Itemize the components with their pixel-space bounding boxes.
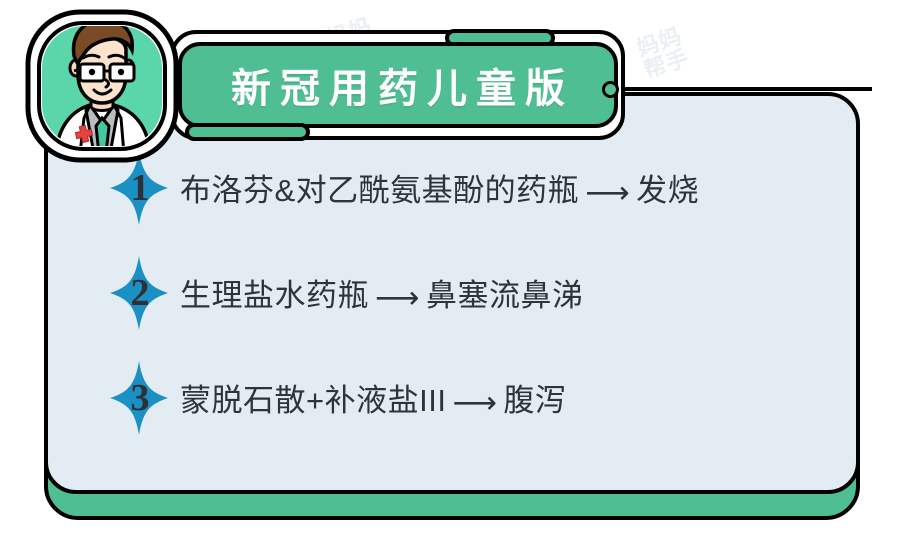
list-item-text: 蒙脱石散+补液盐III⟶腹泻	[180, 375, 566, 421]
symptom-name: 鼻塞流鼻涕	[425, 278, 584, 314]
medicine-name: 布洛芬&对乙酰氨基酚的药瓶	[180, 173, 580, 209]
watermark: 妈妈 帮手	[633, 23, 693, 84]
medicine-name: 蒙脱石散+补液盐III	[180, 383, 447, 419]
arrow-icon: ⟶	[375, 279, 420, 315]
medicine-name: 生理盐水药瓶	[180, 278, 369, 314]
bullet-diamond-icon: 3	[108, 359, 170, 437]
page-title: 新冠用药儿童版	[231, 67, 574, 111]
symptom-name: 发烧	[636, 173, 700, 209]
medicine-list: 1 布洛芬&对乙酰氨基酚的药瓶⟶发烧 2 生理盐水药瓶⟶鼻塞流鼻涕	[48, 96, 856, 490]
decoration-pill-bottom	[185, 123, 310, 141]
bullet-diamond-icon: 2	[108, 254, 170, 332]
doctor-avatar	[22, 6, 182, 166]
list-item: 1 布洛芬&对乙酰氨基酚的药瓶⟶发烧	[108, 149, 856, 227]
list-item-text: 布洛芬&对乙酰氨基酚的药瓶⟶发烧	[180, 165, 699, 211]
list-item: 3 蒙脱石散+补液盐III⟶腹泻	[108, 359, 856, 437]
list-item-text: 生理盐水药瓶⟶鼻塞流鼻涕	[180, 270, 583, 316]
list-item: 2 生理盐水药瓶⟶鼻塞流鼻涕	[108, 254, 856, 332]
arrow-icon: ⟶	[452, 384, 498, 420]
connector-line	[612, 87, 872, 91]
bullet-number: 1	[130, 167, 150, 209]
content-card: 1 布洛芬&对乙酰氨基酚的药瓶⟶发烧 2 生理盐水药瓶⟶鼻塞流鼻涕	[44, 92, 860, 494]
bullet-diamond-icon: 1	[108, 149, 170, 227]
title-banner: 新冠用药儿童版	[178, 42, 618, 128]
symptom-name: 腹泻	[503, 383, 567, 419]
bullet-number: 3	[130, 377, 150, 419]
bullet-number: 2	[130, 272, 150, 314]
connector-dot	[602, 81, 619, 98]
arrow-icon: ⟶	[585, 174, 631, 210]
